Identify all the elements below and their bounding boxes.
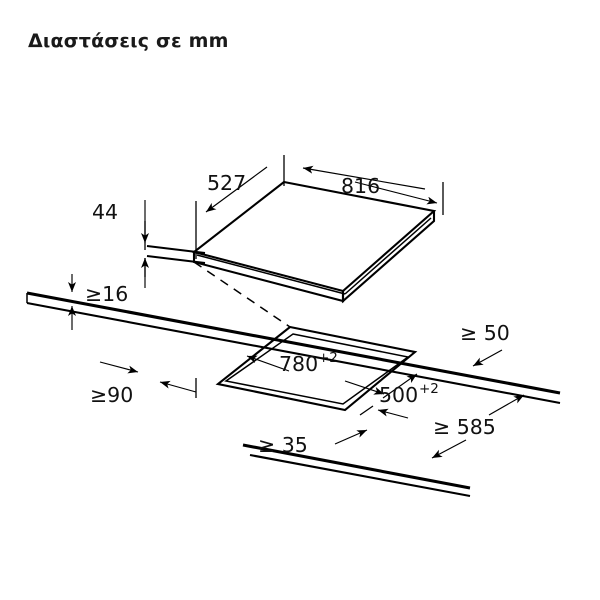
dimension-cutout-780: 780 +2	[246, 350, 385, 395]
dim-leader-500-upper	[382, 373, 418, 399]
page-title: Διαστάσεις σε mm	[28, 30, 229, 52]
dimension-min-585: ≥ 585	[431, 394, 525, 459]
dimension-min-16: ≥16	[68, 274, 128, 330]
dimension-44: 44	[92, 200, 206, 288]
dim-leader-500-lower	[377, 408, 409, 419]
dimension-label-min-90: ≥90	[90, 383, 133, 407]
dim-leader-780-right	[344, 380, 385, 395]
worktop-bottom-edge-line	[26, 301, 561, 405]
dimension-label-cutout-780: 780	[279, 352, 318, 376]
dim-leader-780-left	[246, 355, 290, 372]
dimension-label-min-35: ≥ 35	[258, 433, 308, 457]
hob-edge-ref-line-upper	[146, 244, 206, 255]
cutout-outline-inner	[224, 333, 410, 405]
dim-leader-90-b	[159, 380, 197, 393]
dim-leader-527	[205, 166, 268, 213]
worktop-top-surface-line	[26, 291, 561, 395]
worktop-front-surface-line	[242, 443, 471, 490]
hob-right-side-face	[341, 211, 436, 304]
projection-dashed-line	[193, 261, 291, 328]
worktop-cutout	[193, 261, 418, 412]
hob-edge-ref-line-lower	[146, 254, 206, 265]
dim-leader-816-end	[354, 181, 438, 205]
hob-rim-line-right	[344, 217, 432, 295]
dim-leader-585-lower	[431, 439, 467, 459]
dimension-label-min-16: ≥16	[85, 282, 128, 306]
dimension-527: 527	[195, 166, 268, 259]
ext-line-500-a	[359, 405, 374, 416]
cutout-outline-outer	[215, 325, 418, 412]
dimension-min-35: ≥ 35	[258, 429, 368, 457]
dimension-label-527: 527	[207, 171, 246, 195]
dimension-tolerance-780: +2	[318, 350, 338, 366]
dim-leader-816	[302, 165, 426, 190]
dim-leader-50	[472, 349, 503, 367]
hob-top-face	[194, 182, 434, 291]
worktop	[26, 291, 561, 498]
dimension-min-90: ≥90	[90, 361, 197, 407]
hob-appliance	[191, 180, 437, 304]
hob-rim-line-left	[196, 254, 346, 295]
dimension-label-min-50: ≥ 50	[460, 321, 510, 345]
dim-leader-585-upper	[488, 394, 525, 416]
dim-leader-35	[334, 429, 368, 445]
dimension-label-816: 816	[341, 174, 380, 198]
dimension-tolerance-500: +2	[419, 381, 439, 397]
dimension-min-50: ≥ 50	[460, 321, 510, 367]
dimension-label-cutout-500: 500	[379, 383, 418, 407]
dimension-label-min-585: ≥ 585	[433, 415, 496, 439]
dim-leader-90-a	[99, 361, 139, 374]
dimension-816: 816	[283, 155, 444, 215]
dimension-label-44: 44	[92, 200, 118, 224]
worktop-front-edge-line	[249, 453, 471, 498]
dimension-cutout-500: 500 +2	[359, 373, 439, 419]
